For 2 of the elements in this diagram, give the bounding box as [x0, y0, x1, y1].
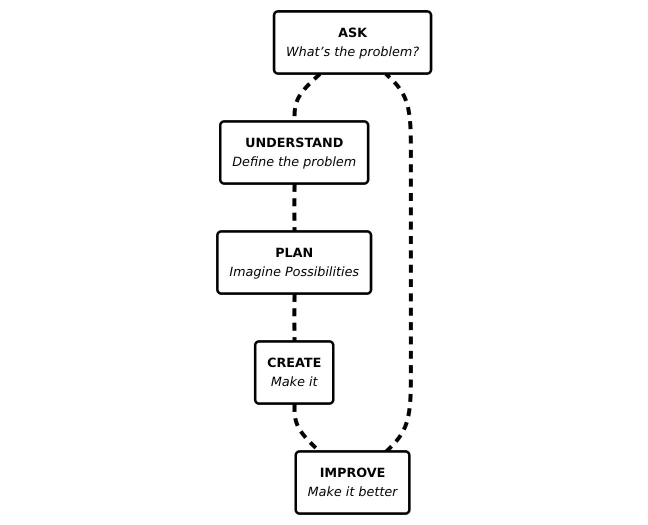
connector [292, 184, 296, 232]
connector [292, 294, 296, 342]
